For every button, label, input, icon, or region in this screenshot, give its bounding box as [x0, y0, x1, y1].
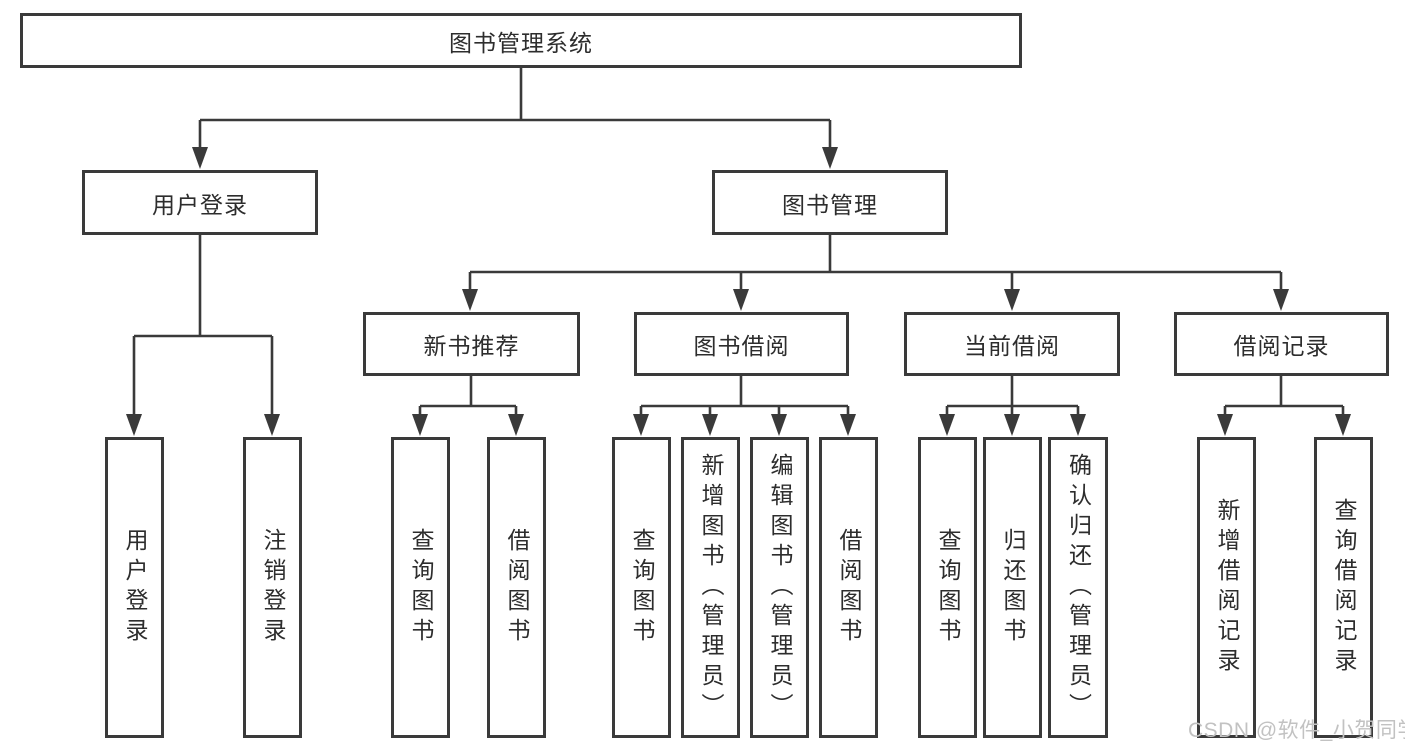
arrowhead	[1335, 414, 1351, 436]
arrowhead	[1070, 414, 1086, 436]
node-label: 借阅记录	[1233, 333, 1330, 359]
node-label: 归还图书	[1000, 527, 1026, 648]
node-label: 当前借阅	[964, 333, 1060, 359]
edge-recommend-to-leaves	[418, 376, 518, 419]
node-label: 查询图书	[408, 527, 434, 648]
node-label: 新增图书（管理员）	[698, 452, 724, 723]
node-label: 查询图书	[935, 527, 961, 648]
node-leaf-borrow-book-recommend: 借阅图书	[487, 437, 546, 738]
arrowhead	[1004, 289, 1020, 311]
arrowhead	[1273, 289, 1289, 311]
node-leaf-edit-book-admin: 编辑图书（管理员）	[750, 437, 809, 738]
csdn-watermark: CSDN @软件_小贺同学	[1188, 719, 1405, 742]
node-new-book-recommend: 新书推荐	[363, 312, 580, 376]
edge-login-to-leaves	[132, 235, 274, 419]
arrowhead	[1217, 414, 1233, 436]
node-leaf-query-borrow-record: 查询借阅记录	[1314, 437, 1373, 738]
node-label: 新增借阅记录	[1214, 497, 1240, 678]
node-label: 图书管理	[782, 191, 878, 218]
node-label: 查询借阅记录	[1331, 497, 1357, 678]
node-leaf-return-book: 归还图书	[983, 437, 1042, 738]
node-leaf-logout: 注销登录	[243, 437, 302, 738]
node-current-borrow: 当前借阅	[904, 312, 1120, 376]
node-library-management-system: 图书管理系统	[20, 13, 1022, 68]
node-leaf-add-book-admin: 新增图书（管理员）	[681, 437, 740, 738]
node-label: 新书推荐	[423, 333, 520, 359]
arrowhead	[412, 414, 428, 436]
edge-mgmt-to-level3	[468, 235, 1283, 294]
arrowhead	[702, 414, 718, 436]
arrowhead	[1004, 414, 1020, 436]
node-label: 查询图书	[629, 527, 655, 648]
node-leaf-query-book-recommend: 查询图书	[391, 437, 450, 738]
arrowhead	[462, 289, 478, 311]
arrowhead	[192, 147, 208, 169]
arrowhead	[840, 414, 856, 436]
node-leaf-add-borrow-record: 新增借阅记录	[1197, 437, 1256, 738]
arrowhead	[939, 414, 955, 436]
node-label: 借阅图书	[836, 527, 862, 648]
arrowhead	[733, 289, 749, 311]
node-borrow-record: 借阅记录	[1174, 312, 1389, 376]
edge-current-to-leaves	[945, 376, 1080, 419]
node-leaf-query-book-current: 查询图书	[918, 437, 977, 738]
node-label: 图书借阅	[693, 333, 790, 359]
edge-root-to-level2	[198, 68, 832, 152]
node-label: 图书管理系统	[449, 29, 593, 56]
arrowhead	[633, 414, 649, 436]
node-label: 确认归还（管理员）	[1065, 452, 1092, 723]
node-label: 用户登录	[122, 527, 148, 648]
node-label: 借阅图书	[504, 527, 530, 648]
node-label: 注销登录	[260, 527, 286, 648]
node-leaf-query-book-borrow: 查询图书	[612, 437, 671, 738]
edge-record-to-leaves	[1223, 376, 1345, 419]
arrowhead	[126, 414, 142, 436]
arrowhead	[822, 147, 838, 169]
node-label: 编辑图书（管理员）	[767, 452, 793, 723]
node-leaf-borrow-book: 借阅图书	[819, 437, 878, 738]
node-leaf-confirm-return-admin: 确认归还（管理员）	[1048, 437, 1108, 738]
node-label: 用户登录	[152, 191, 248, 218]
node-user-login: 用户登录	[82, 170, 318, 235]
node-book-borrow: 图书借阅	[634, 312, 849, 376]
edge-borrow-to-leaves	[639, 376, 850, 419]
arrowhead	[264, 414, 280, 436]
node-book-management: 图书管理	[712, 170, 948, 235]
arrowhead	[771, 414, 787, 436]
node-leaf-user-login: 用户登录	[105, 437, 164, 738]
arrowhead	[508, 414, 524, 436]
